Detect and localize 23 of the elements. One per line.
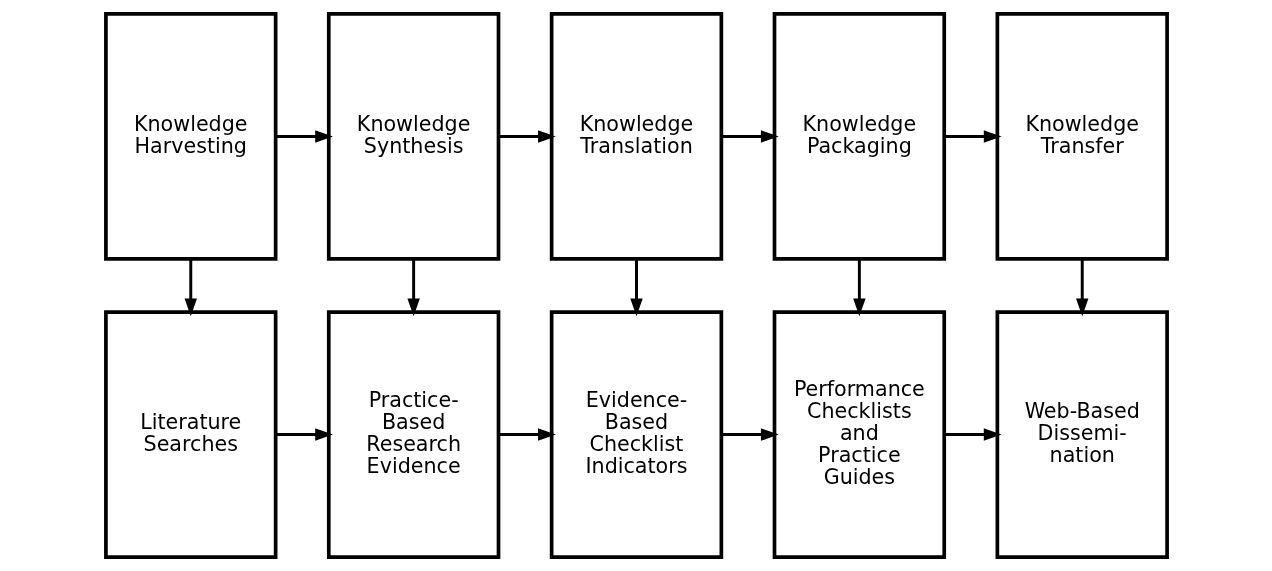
node-box: Literature Searches: [103, 310, 277, 559]
arrow: [943, 130, 1002, 143]
node-box: Performance Checklists and Practice Guides: [772, 310, 946, 559]
arrow: [406, 259, 420, 317]
node-box: Knowledge Translation: [549, 12, 723, 261]
arrow: [629, 259, 643, 317]
node-box: Practice- Based Research Evidence: [326, 310, 500, 559]
arrow: [275, 130, 333, 143]
arrow: [720, 428, 779, 441]
node-box: Web-Based Dissemi- nation: [995, 310, 1169, 559]
arrow: [720, 130, 779, 143]
arrow: [1075, 259, 1088, 317]
arrow: [943, 428, 1002, 441]
node-box: Evidence- Based Checklist Indicators: [549, 310, 723, 559]
arrow: [852, 259, 866, 317]
arrow: [275, 428, 333, 441]
arrow: [498, 428, 556, 441]
arrow: [498, 130, 556, 143]
node-box: Knowledge Harvesting: [103, 12, 277, 261]
node-box: Knowledge Transfer: [995, 12, 1169, 261]
arrow: [184, 259, 197, 317]
node-box: Knowledge Synthesis: [326, 12, 500, 261]
node-box: Knowledge Packaging: [772, 12, 946, 261]
